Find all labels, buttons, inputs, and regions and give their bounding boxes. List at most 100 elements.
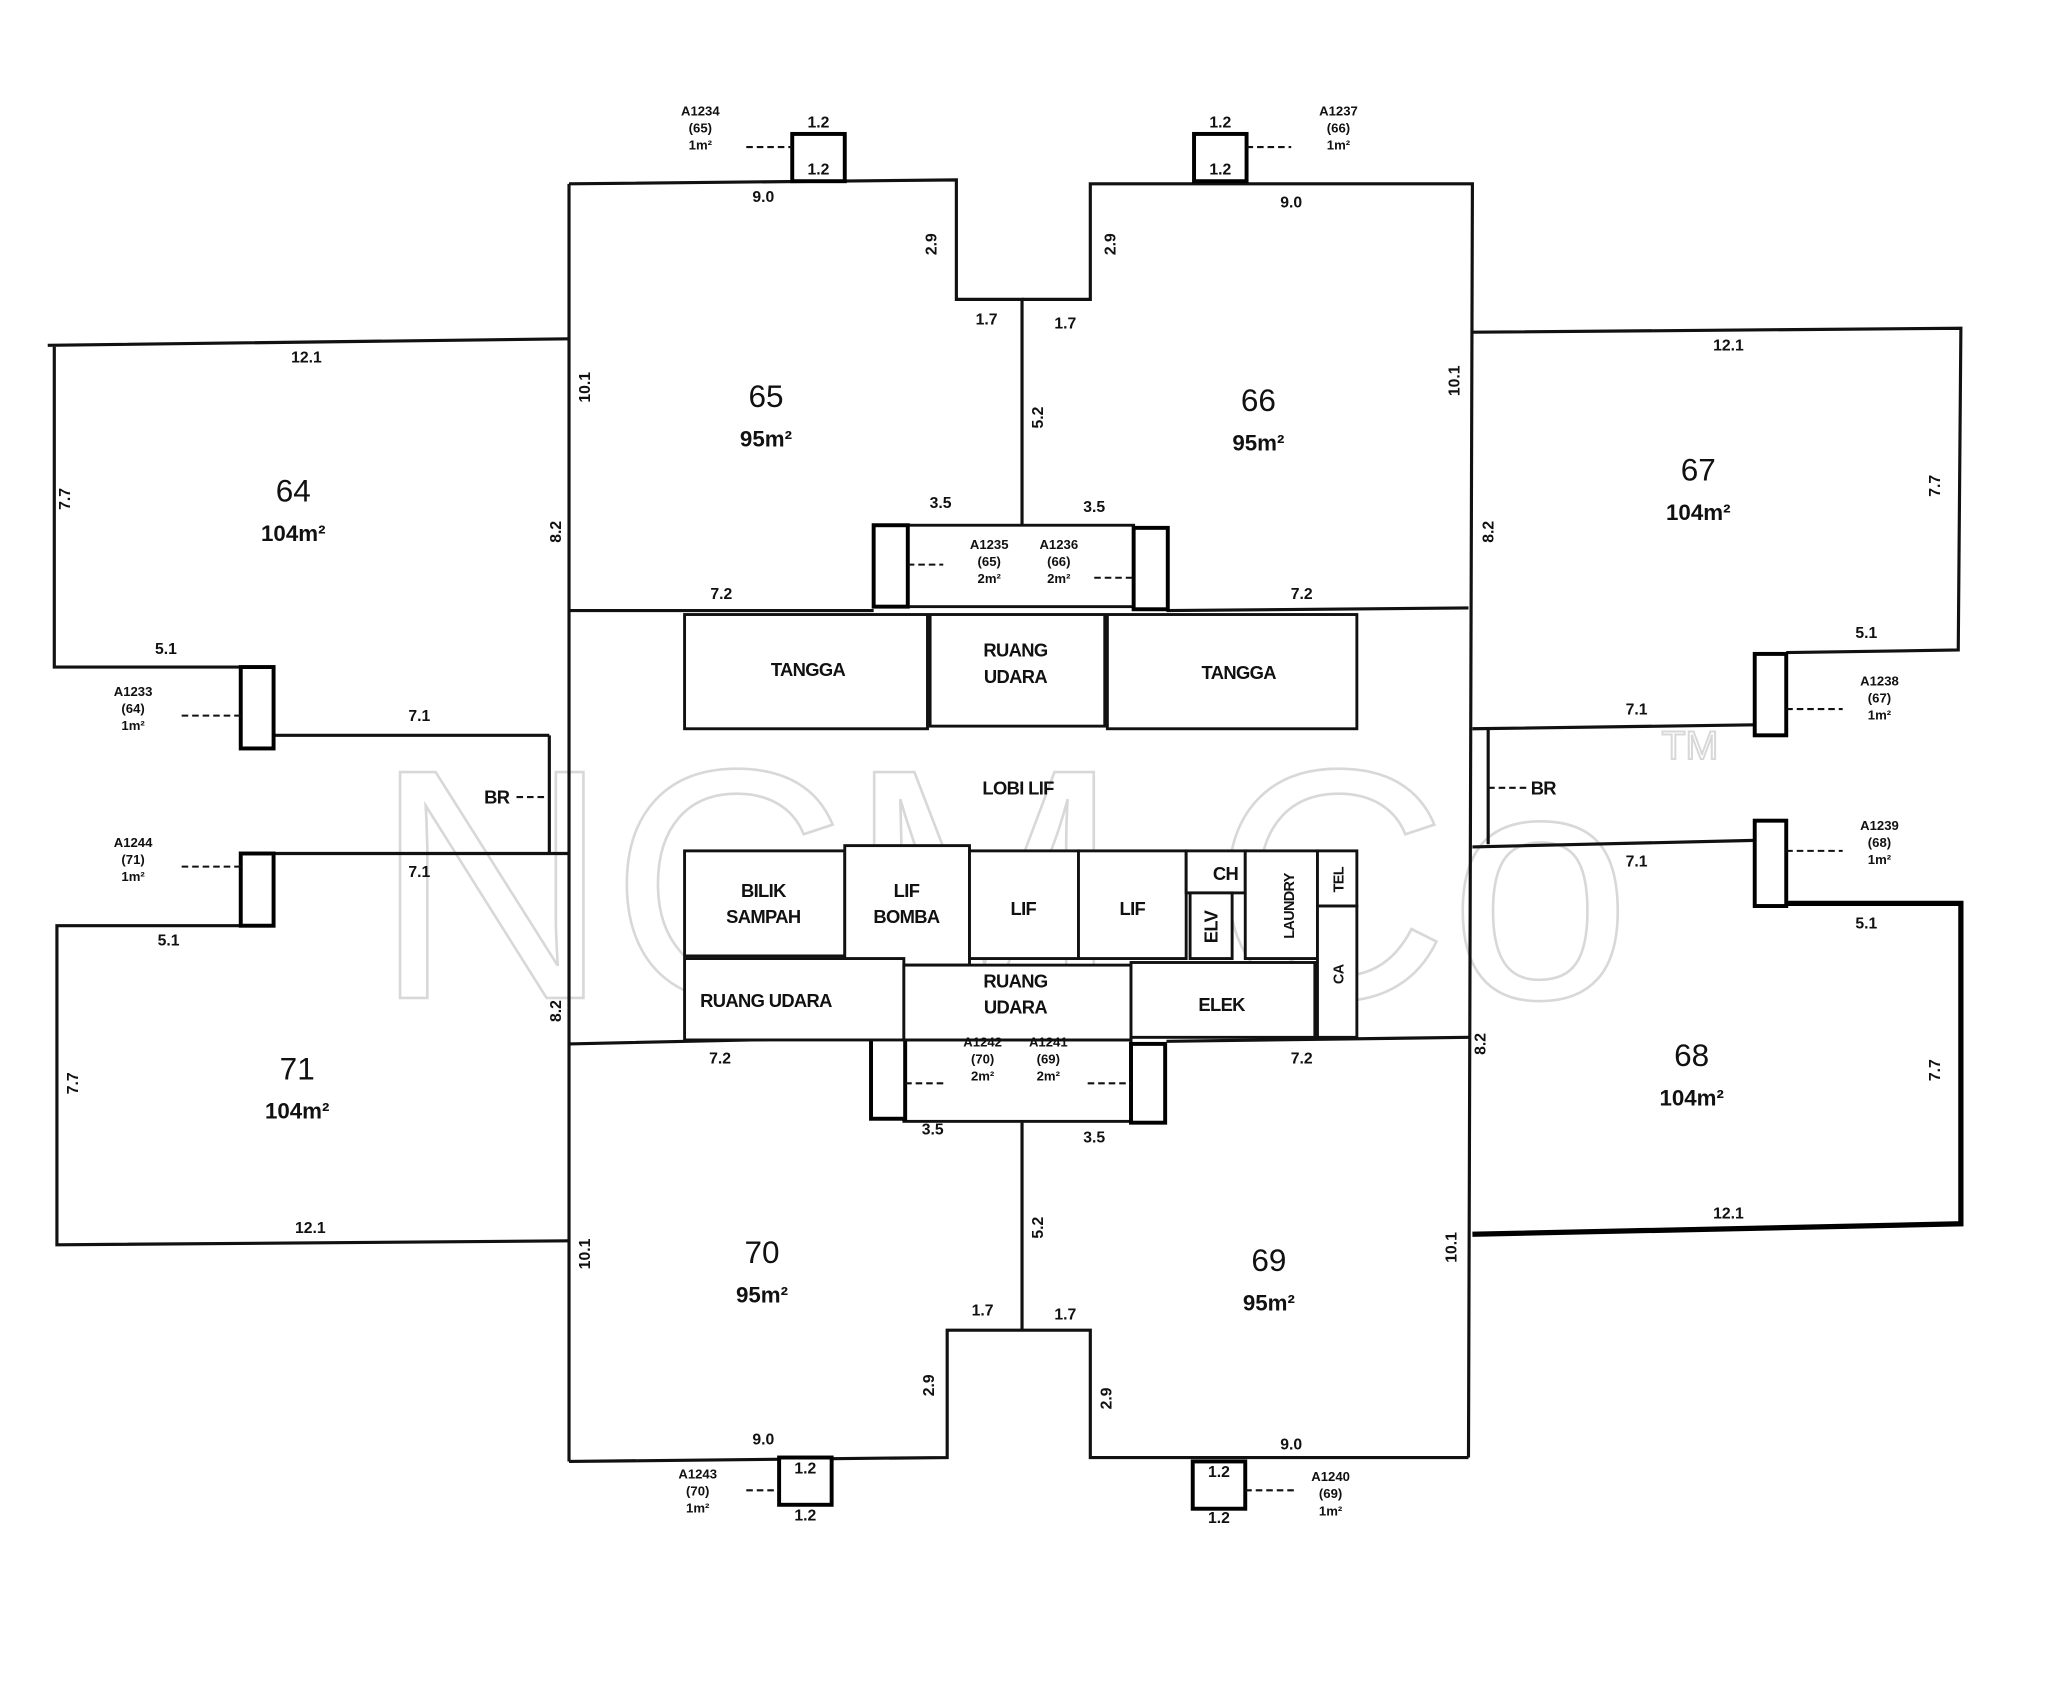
dimension-label: 7.2 bbox=[1291, 1051, 1313, 1068]
room-ruang-udara-left bbox=[683, 957, 906, 1042]
dimension-label: 3.5 bbox=[1083, 499, 1105, 516]
dimension-label: 10.1 bbox=[1444, 1232, 1461, 1263]
room-label: LOBI LIF bbox=[982, 777, 1054, 798]
dimension-label: 7.7 bbox=[57, 488, 74, 510]
room-label: CH bbox=[1213, 863, 1239, 884]
ac-box bbox=[1192, 131, 1249, 184]
room-label: LIF bbox=[1011, 898, 1037, 919]
room-ca bbox=[1316, 904, 1359, 1039]
unit-number: 71 bbox=[280, 1050, 315, 1086]
unit-area: 104m² bbox=[1666, 500, 1731, 525]
dimension-label: 1.7 bbox=[1054, 315, 1076, 332]
dimension-label: 3.5 bbox=[930, 495, 952, 512]
ac-box bbox=[1752, 651, 1789, 738]
accessory-area: 1m² bbox=[689, 138, 713, 153]
accessory-core-top bbox=[906, 523, 1136, 609]
dimension-label: 7.2 bbox=[709, 1051, 731, 1068]
core-top-wall bbox=[569, 606, 1469, 613]
unit-area: 104m² bbox=[265, 1099, 330, 1124]
accessory-area: 1m² bbox=[121, 718, 145, 733]
ac-box bbox=[871, 523, 910, 609]
unit-area: 95m² bbox=[1243, 1290, 1295, 1315]
room-label: BOMBA bbox=[873, 906, 940, 927]
unit-number: 69 bbox=[1251, 1242, 1286, 1278]
accessory-unit: (67) bbox=[1868, 690, 1891, 705]
accessory-area: 2m² bbox=[978, 571, 1002, 586]
unit-labels: 64104m²6595m²6695m²67104m²68104m²6995m²7… bbox=[261, 378, 1730, 1315]
room-label: RUANG bbox=[983, 640, 1047, 661]
room-ruang-udara-bottom bbox=[902, 963, 1133, 1042]
dimension-label: 1.2 bbox=[808, 114, 830, 131]
dimension-label: 5.1 bbox=[1855, 625, 1877, 642]
room-label: RUANG UDARA bbox=[700, 990, 832, 1011]
room-tangga-left bbox=[683, 613, 929, 731]
unit-area: 95m² bbox=[736, 1283, 788, 1308]
room-label: BILIK bbox=[741, 880, 787, 901]
dimension-label: 7.2 bbox=[1291, 586, 1313, 603]
room-label: TEL bbox=[1332, 866, 1348, 892]
accessory-lot: A1237 bbox=[1319, 104, 1358, 119]
dimension-label: 1.2 bbox=[1209, 162, 1231, 179]
accessory-lot: A1239 bbox=[1860, 818, 1899, 833]
room-label: CA bbox=[1332, 963, 1348, 984]
accessory-unit: (65) bbox=[978, 554, 1001, 569]
unit-number: 64 bbox=[276, 473, 311, 509]
accessory-unit: (65) bbox=[689, 121, 712, 136]
dimension-label: 1.7 bbox=[976, 311, 998, 328]
accessory-unit: (64) bbox=[121, 701, 144, 716]
core-rooms: TANGGA RUANG UDARA TANGGA LOBI LIF BILIK… bbox=[484, 613, 1557, 1042]
room-ch bbox=[1184, 849, 1247, 895]
unit-area: 95m² bbox=[740, 426, 792, 451]
dimension-label: 1.2 bbox=[794, 1460, 816, 1477]
room-label: ELV bbox=[1201, 909, 1222, 943]
accessory-unit: (68) bbox=[1868, 835, 1891, 850]
room-label: BR bbox=[484, 787, 510, 808]
accessory-lot: A1235 bbox=[970, 537, 1009, 552]
ac-box bbox=[238, 665, 276, 751]
dimension-label: 1.7 bbox=[972, 1303, 994, 1320]
accessory-area: 1m² bbox=[1319, 1503, 1343, 1518]
room-label: RUANG bbox=[983, 970, 1047, 991]
room-label: LAUNDRY bbox=[1282, 872, 1298, 938]
ac-box bbox=[1129, 1041, 1168, 1125]
lower-party-wall bbox=[569, 1122, 1469, 1464]
accessory-unit: (66) bbox=[1047, 554, 1070, 569]
accessory-labels: A1234(65)1m²A1237(66)1m²A1235(65)2m²A123… bbox=[114, 104, 1899, 1519]
room-elek bbox=[1129, 961, 1317, 1039]
accessory-unit: (66) bbox=[1327, 121, 1350, 136]
dimension-label: 5.2 bbox=[1030, 1217, 1047, 1239]
accessory-unit: (70) bbox=[686, 1484, 709, 1499]
accessory-area: 1m² bbox=[121, 869, 145, 884]
dimension-label: 5.1 bbox=[158, 932, 180, 949]
unit-66-wall bbox=[1022, 182, 1474, 1458]
dimension-label: 7.7 bbox=[1927, 475, 1944, 497]
dimension-label: 5.1 bbox=[1855, 915, 1877, 932]
accessory-unit: (69) bbox=[1319, 1486, 1342, 1501]
unit-64-wall bbox=[47, 337, 570, 737]
dimension-label: 2.9 bbox=[1098, 1387, 1115, 1409]
dimension-label: 12.1 bbox=[1713, 338, 1744, 355]
dimension-label: 8.2 bbox=[548, 1000, 565, 1022]
dimension-label: 12.1 bbox=[291, 349, 322, 366]
accessory-area: 1m² bbox=[1868, 852, 1892, 867]
room-laundry bbox=[1243, 849, 1319, 960]
dimension-label: 9.0 bbox=[752, 1431, 774, 1448]
dimension-label: 2.9 bbox=[1102, 233, 1119, 255]
accessory-lot: A1241 bbox=[1029, 1035, 1068, 1050]
room-tel bbox=[1316, 849, 1359, 908]
ac-box bbox=[238, 851, 276, 928]
accessory-lot: A1244 bbox=[114, 835, 153, 850]
room-ruang-udara-top bbox=[928, 613, 1107, 728]
room-label: LIF bbox=[894, 880, 920, 901]
ac-box bbox=[1190, 1459, 1248, 1511]
accessory-area: 2m² bbox=[971, 1069, 995, 1084]
dimension-label: 7.1 bbox=[1626, 701, 1648, 718]
room-label: SAMPAH bbox=[726, 906, 801, 927]
room-label: TANGGA bbox=[1202, 662, 1277, 683]
dimension-label: 9.0 bbox=[752, 189, 774, 206]
unit-area: 104m² bbox=[261, 521, 326, 546]
dimension-label: 3.5 bbox=[922, 1121, 944, 1138]
accessory-lot: A1240 bbox=[1311, 1469, 1350, 1484]
ac-box bbox=[777, 1455, 834, 1507]
